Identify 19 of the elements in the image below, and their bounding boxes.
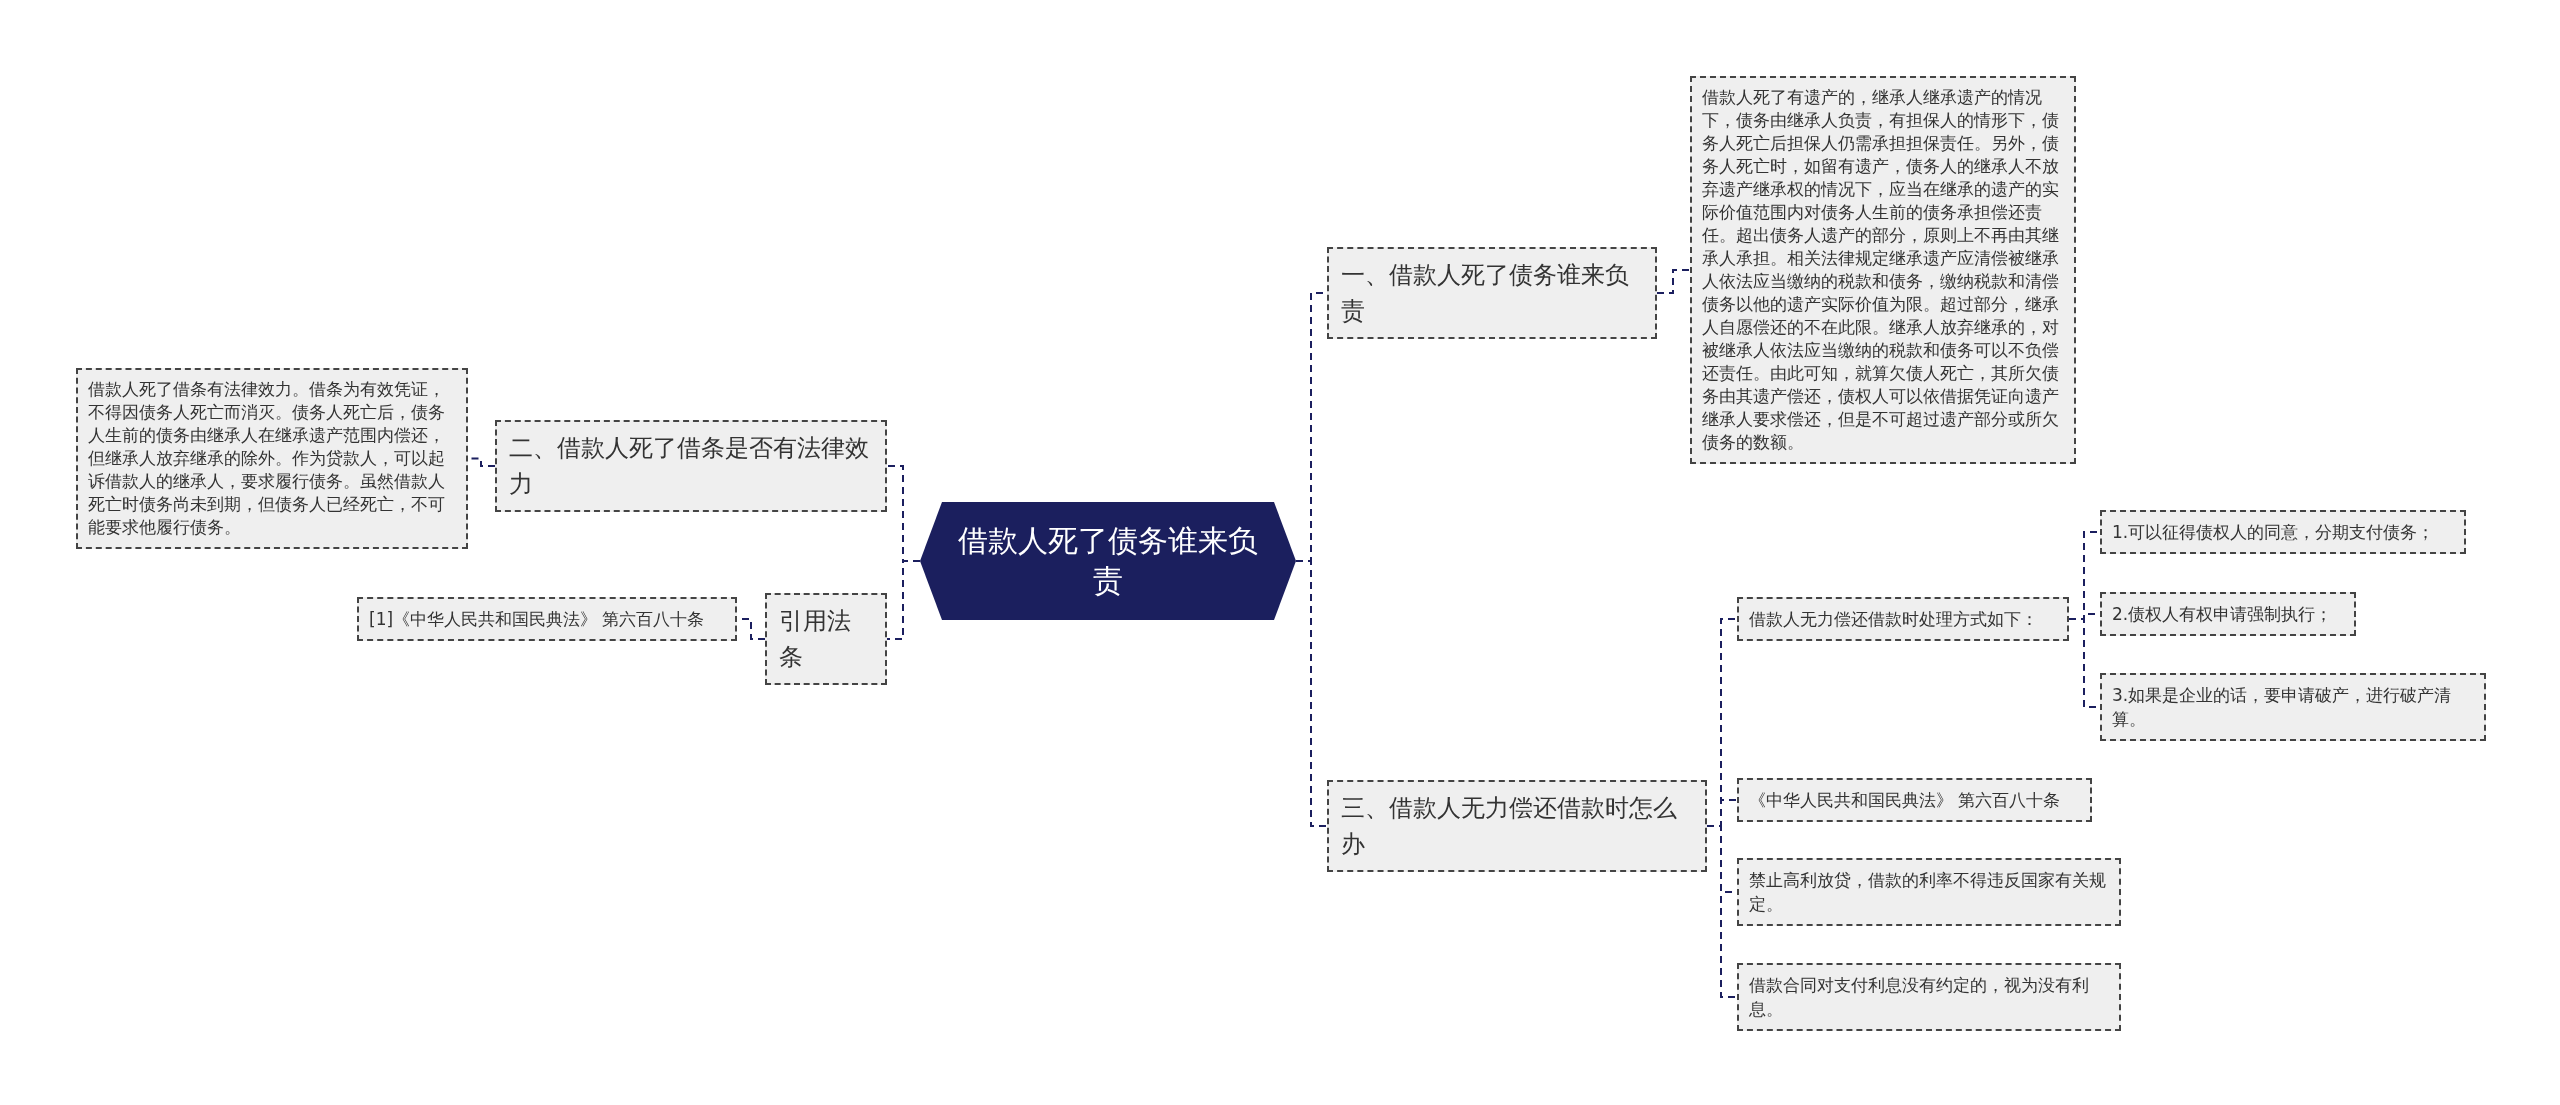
note-box: 《中华人民共和国民典法》 第六百八十条 bbox=[1737, 778, 2092, 822]
connector-line bbox=[1656, 269, 1691, 294]
note-box: 3.如果是企业的话，要申请破产，进行破产清算。 bbox=[2100, 673, 2486, 741]
central-topic: 借款人死了债务谁来负责 bbox=[920, 502, 1296, 620]
connector-line bbox=[1706, 825, 1738, 998]
note-box: [1]《中华人民共和国民典法》 第六百八十条 bbox=[357, 597, 737, 641]
connector-line bbox=[886, 560, 921, 640]
topic-box: 一、借款人死了债务谁来负责 bbox=[1327, 247, 1657, 339]
note-box: 借款人无力偿还借款时处理方式如下： bbox=[1737, 597, 2069, 641]
note-box: 借款人死了借条有法律效力。借条为有效凭证，不得因债务人死亡而消灭。债务人死亡后，债务人生前的债务由继承人在继承遗产范围内偿还，但继承人放弃继承的除外。作为贷款人，可以起诉借款人的继承人，要求履行债务。虽然借款人死亡时债务尚未到期，但债务人已经死亡，不可能要求他履行债务。 bbox=[76, 368, 468, 549]
note-box: 禁止高利放贷，借款的利率不得违反国家有关规定。 bbox=[1737, 858, 2121, 926]
note-box: 借款人死了有遗产的，继承人继承遗产的情况下，债务由继承人负责，有担保人的情形下，债务人死亡后担保人仍需承担担保责任。另外，债务人死亡时，如留有遗产，债务人的继承人不放弃遗产继承权的情况下，应当在继承的遗产的实际价值范围内对债务人生前的债务承担偿还责任。超出债务人遗产的部分，原则上不再由其继承人承担。相关法律规定继承遗产应清偿被继承人依法应当缴纳的税款和债务，缴纳税款和清偿债务以他的遗产实际价值为限。超过部分，继承人自愿偿还的不在此限。继承人放弃继承的，对被继承人依法应当缴纳的税款和债务可以不负偿还责任。由此可知，就算欠债人死亡，其所欠债务由其遗产偿还，债权人可以依借据凭证向遗产继承人要求偿还，但是不可超过遗产部分或所欠债务的数额。 bbox=[1690, 76, 2076, 464]
topic-box: 二、借款人死了借条是否有法律效力 bbox=[495, 420, 887, 512]
topic-box: 引用法条 bbox=[765, 593, 887, 685]
note-box: 借款合同对支付利息没有约定的，视为没有利息。 bbox=[1737, 963, 2121, 1031]
topic-box: 三、借款人无力偿还借款时怎么办 bbox=[1327, 780, 1707, 872]
connector-line bbox=[1295, 560, 1328, 827]
note-box: 1.可以征得债权人的同意，分期支付债务； bbox=[2100, 510, 2466, 554]
note-box: 2.债权人有权申请强制执行； bbox=[2100, 592, 2356, 636]
